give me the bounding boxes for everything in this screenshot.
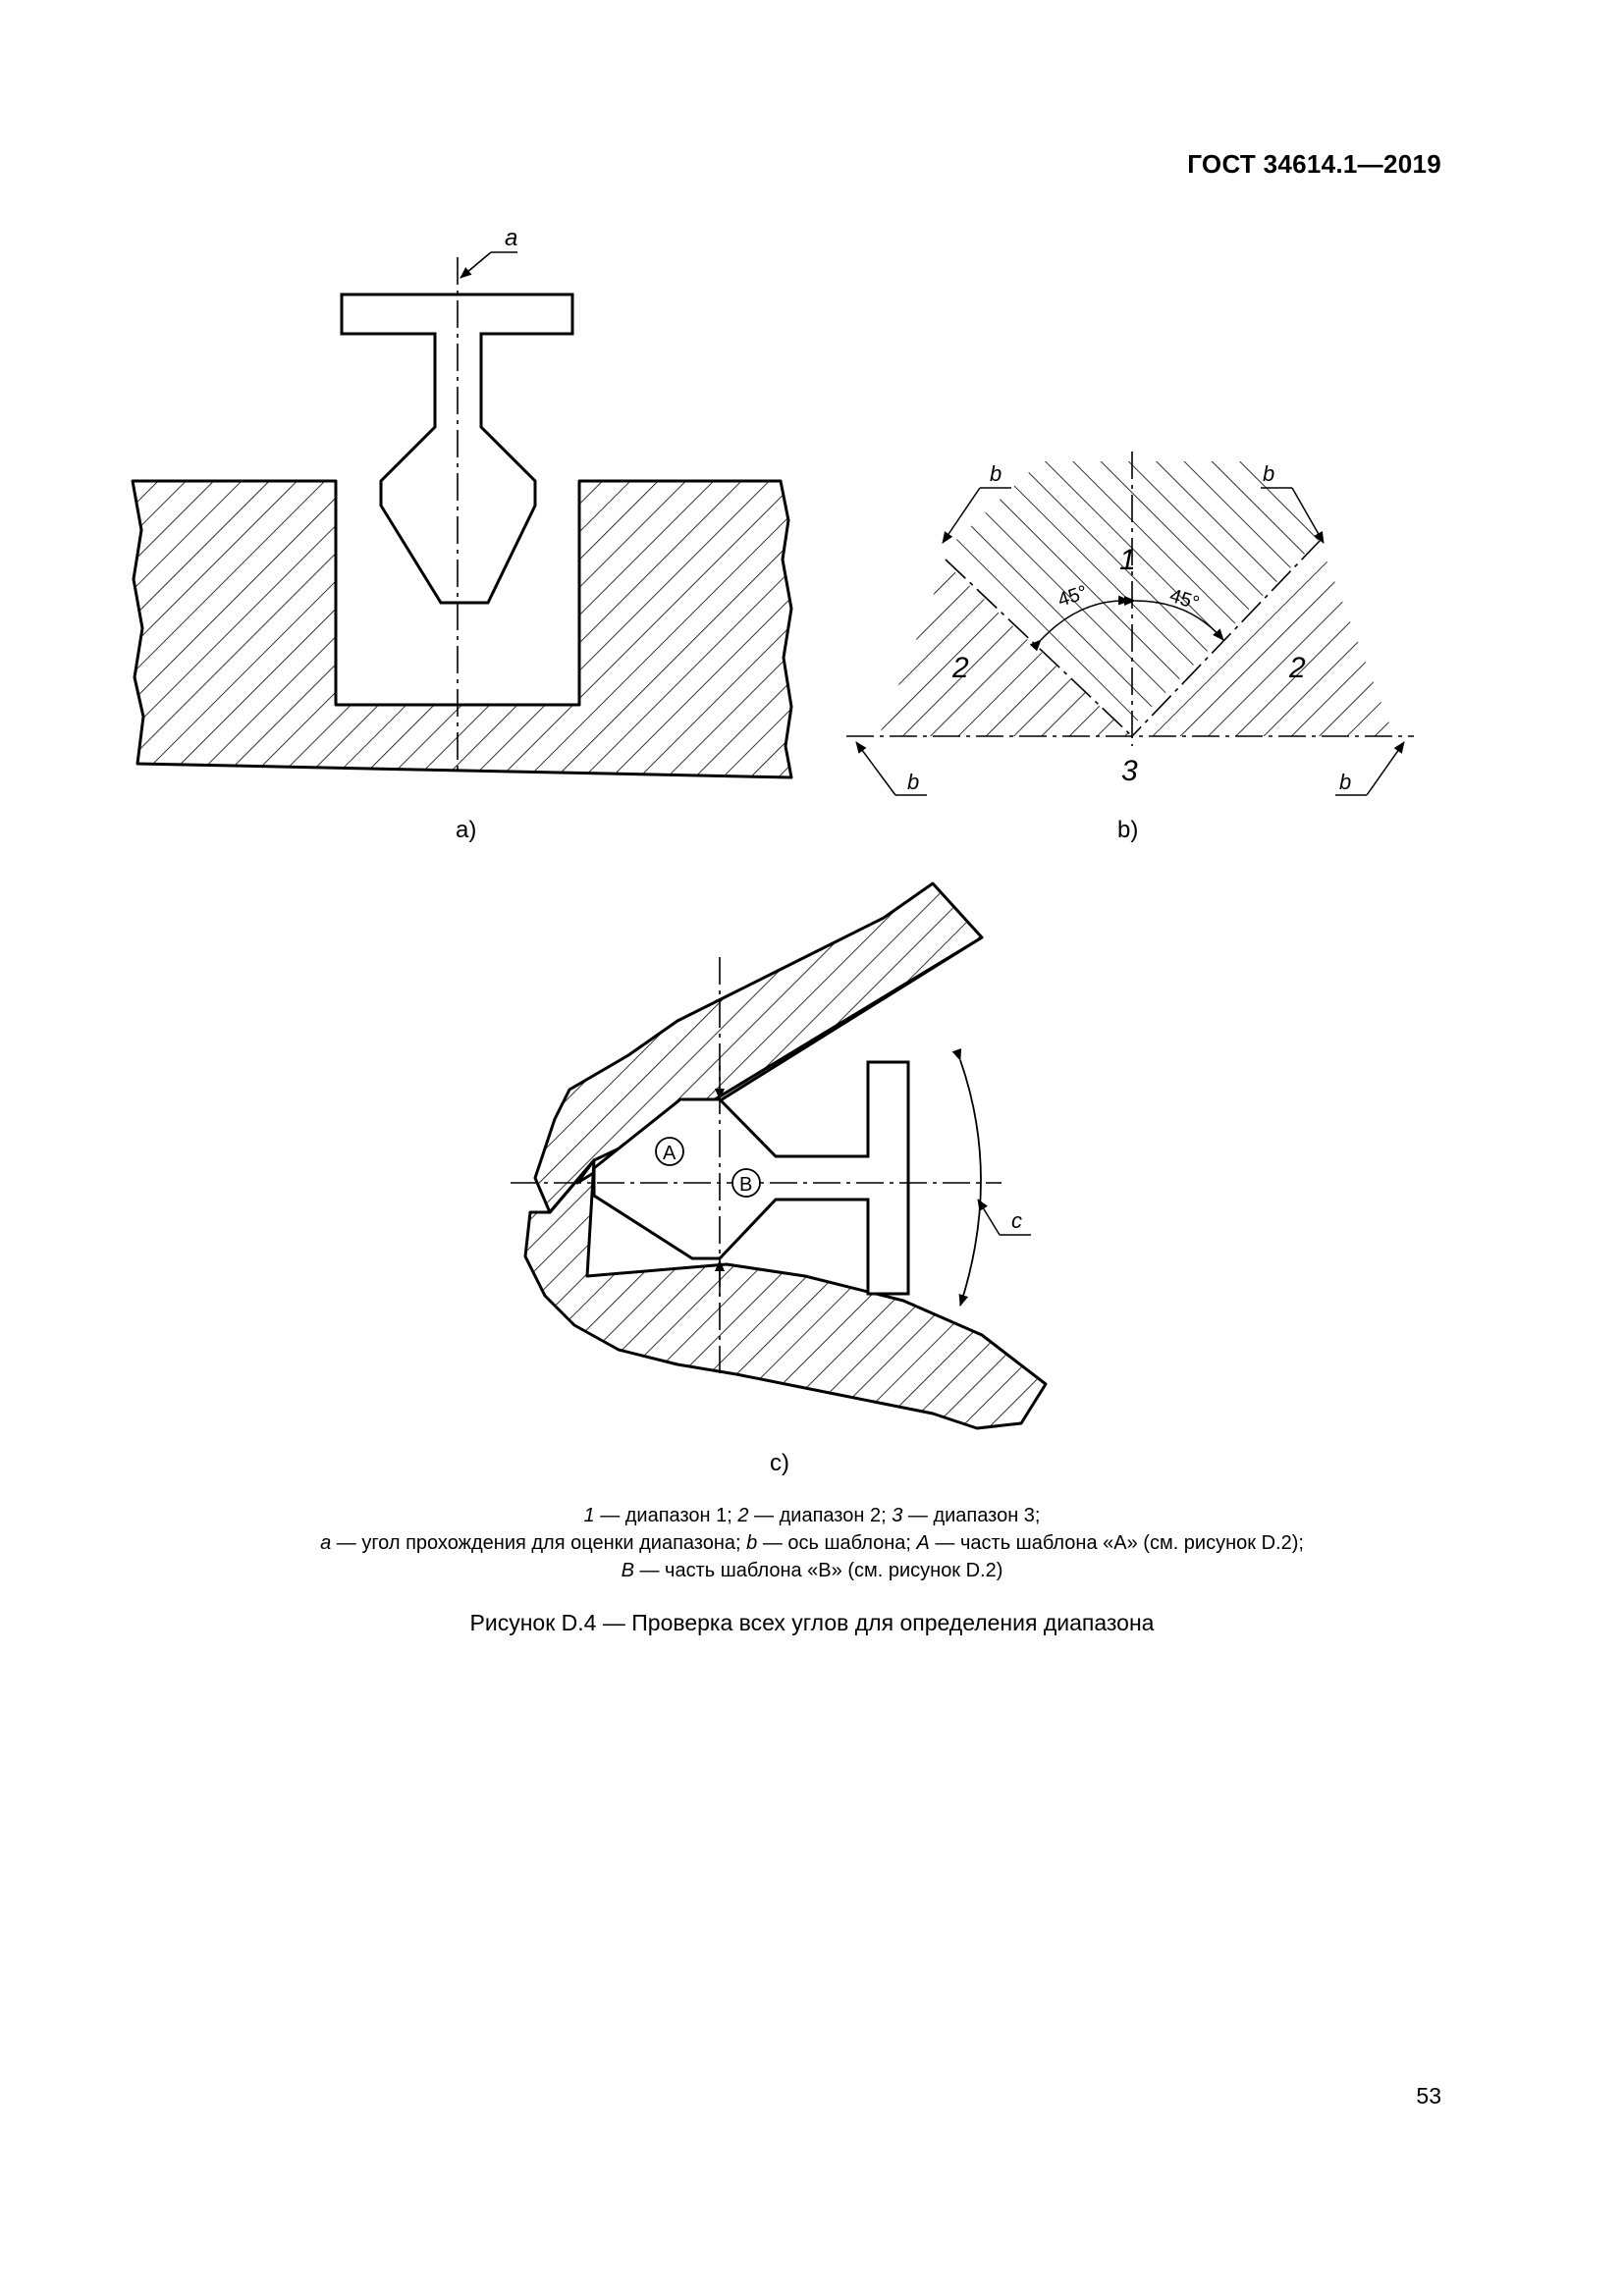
marker-B: B	[739, 1174, 752, 1196]
slot-body-section	[131, 479, 793, 779]
standard-header: ГОСТ 34614.1—2019	[1187, 149, 1441, 179]
legend-text-A: — часть шаблона «А» (см. рисунок D.2);	[929, 1532, 1304, 1554]
marker-A-circle	[655, 1137, 684, 1166]
legend-sym-b: b	[746, 1532, 758, 1554]
legend-sym-3: 3	[892, 1505, 903, 1526]
zone-2-right-region	[1132, 545, 1394, 736]
leader-a-arrow	[460, 251, 492, 279]
mark-b-top-right: b	[1263, 461, 1274, 486]
leader-b-bottom-left-arrow	[855, 741, 896, 796]
mark-b-bottom-right: b	[1339, 770, 1351, 794]
figure-c-label: c)	[770, 1450, 789, 1476]
legend-text-3: — диапазон 3;	[902, 1505, 1041, 1526]
zone-boundary-right	[1131, 539, 1322, 737]
leader-b-bottom-right-arrow	[1366, 741, 1405, 796]
mark-b-top-left: b	[990, 461, 1001, 486]
mark-b-bottom-left: b	[907, 770, 919, 794]
legend-line-3: B — часть шаблона «В» (см. рисунок D.2)	[125, 1557, 1499, 1584]
legend-text-2: — диапазон 2;	[748, 1505, 893, 1526]
page-number: 53	[1416, 2083, 1441, 2109]
legend-text-a: — угол прохождения для оценки диапазона;	[331, 1532, 747, 1554]
legend-line-1: 1 — диапазон 1; 2 — диапазон 2; 3 — диап…	[125, 1502, 1499, 1529]
figure-b-label: b)	[1117, 817, 1138, 843]
legend-sym-A: A	[916, 1532, 930, 1554]
legend-line-2: a — угол прохождения для оценки диапазон…	[125, 1529, 1499, 1557]
leader-b-top-right-arrow	[1291, 487, 1325, 544]
figure-b: 45° 45° 1 2 2 3 b b b b b)	[846, 452, 1414, 843]
angle-arc-left	[1029, 595, 1130, 652]
mark-a: a	[505, 225, 517, 251]
marker-B-circle	[731, 1168, 761, 1198]
legend-sym-1: 1	[583, 1505, 595, 1526]
legend-sym-B: B	[621, 1560, 634, 1581]
mark-c: c	[1011, 1208, 1022, 1233]
figure-a: a а)	[131, 225, 793, 843]
leader-b-top-left-arrow	[942, 487, 981, 544]
legend-sym-a: a	[320, 1532, 332, 1554]
marker-A: A	[663, 1143, 677, 1164]
legend-sym-2: 2	[737, 1505, 749, 1526]
zone-2-left-label: 2	[951, 652, 969, 684]
figure-caption: Рисунок D.4 — Проверка всех углов для оп…	[469, 1610, 1155, 1635]
zone-1-label: 1	[1119, 544, 1136, 576]
zone-3-label: 3	[1121, 755, 1138, 787]
figure-c: A B c c)	[511, 881, 1048, 1476]
legend-text-B: — часть шаблона «В» (см. рисунок D.2)	[633, 1560, 1003, 1581]
rotation-arc	[951, 1047, 982, 1307]
legend-text-b: — ось шаблона;	[757, 1532, 917, 1554]
leader-c-arrow	[977, 1199, 1001, 1236]
angle-arc-right	[1123, 595, 1224, 641]
figure-a-label: а)	[456, 817, 476, 843]
zone-2-left-region	[879, 563, 1132, 736]
lower-jaw-section	[523, 1158, 1048, 1430]
zone-1-region	[946, 461, 1321, 726]
legend-text-1: — диапазон 1;	[594, 1505, 738, 1526]
zone-2-right-label: 2	[1288, 652, 1306, 684]
